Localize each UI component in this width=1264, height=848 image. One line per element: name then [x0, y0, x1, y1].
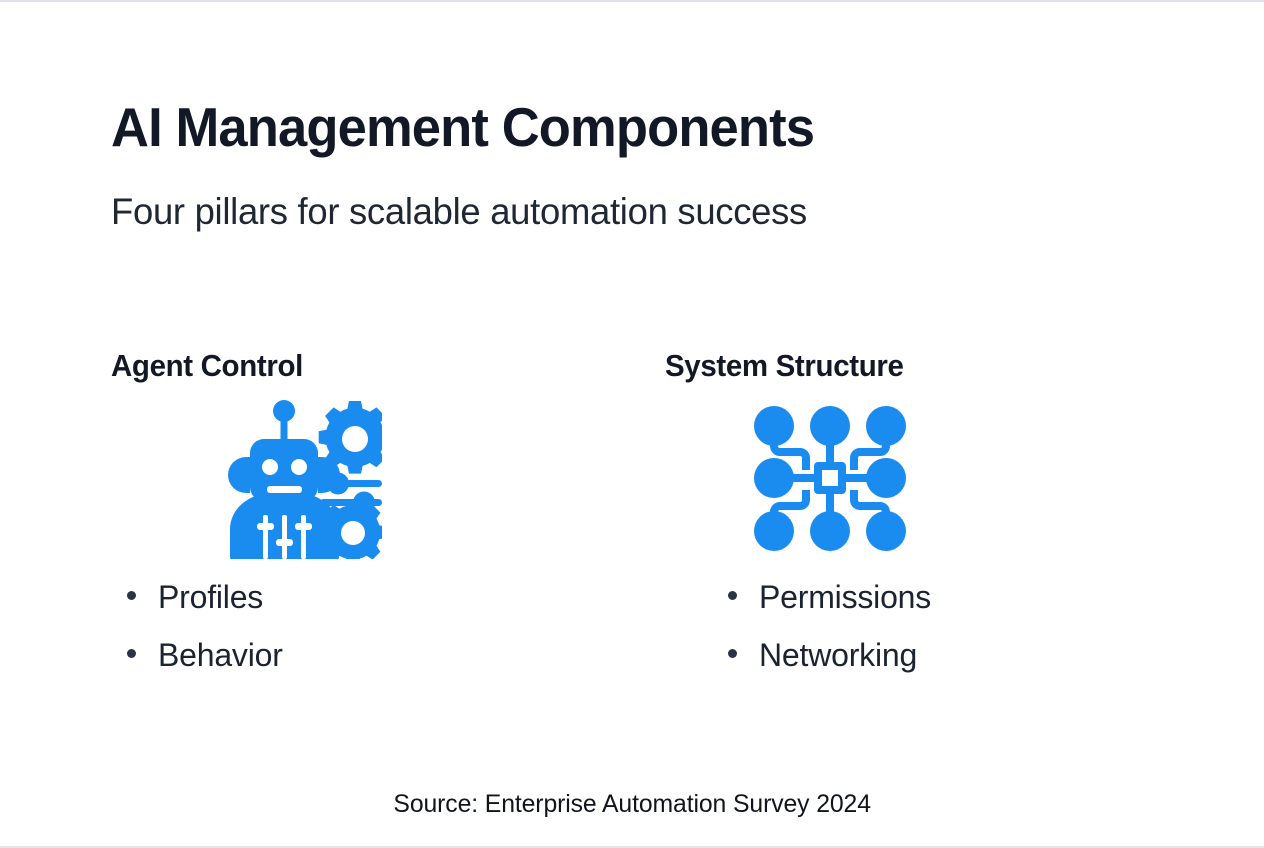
list-item-label: Permissions	[759, 579, 932, 615]
list-item: Networking	[728, 639, 1106, 671]
slide-footer: Source: Enterprise Automation Survey 202…	[0, 790, 1264, 819]
bullet-dot-icon	[728, 591, 737, 600]
icon-container-system-structure	[665, 399, 1106, 559]
list-item: Profiles	[127, 581, 553, 613]
list-item-label: Networking	[759, 637, 918, 673]
bullet-list-agent-control: Profiles Behavior	[111, 559, 553, 671]
column-agent-control: Agent Control	[0, 350, 553, 697]
page-title: AI Management Components	[111, 96, 815, 158]
content-columns: Agent Control	[0, 350, 1264, 697]
slide-header: AI Management Components Four pillars fo…	[111, 96, 1111, 232]
column-heading-system-structure: System Structure	[665, 348, 904, 383]
bullet-dot-icon	[127, 649, 136, 658]
page-subtitle: Four pillars for scalable automation suc…	[111, 191, 807, 232]
network-nodes-icon	[752, 404, 908, 554]
robot-settings-icon	[222, 399, 382, 559]
icon-container-agent-control	[111, 399, 553, 559]
bullet-list-system-structure: Permissions Networking	[665, 559, 1106, 671]
bullet-dot-icon	[728, 649, 737, 658]
bullet-dot-icon	[127, 591, 136, 600]
list-item: Behavior	[127, 639, 553, 671]
list-item-label: Profiles	[158, 579, 264, 615]
list-item: Permissions	[728, 581, 1106, 613]
column-system-structure: System Structure	[553, 350, 1106, 697]
column-heading-agent-control: Agent Control	[111, 348, 303, 383]
source-attribution: Source: Enterprise Automation Survey 202…	[393, 790, 871, 818]
list-item-label: Behavior	[158, 637, 283, 673]
